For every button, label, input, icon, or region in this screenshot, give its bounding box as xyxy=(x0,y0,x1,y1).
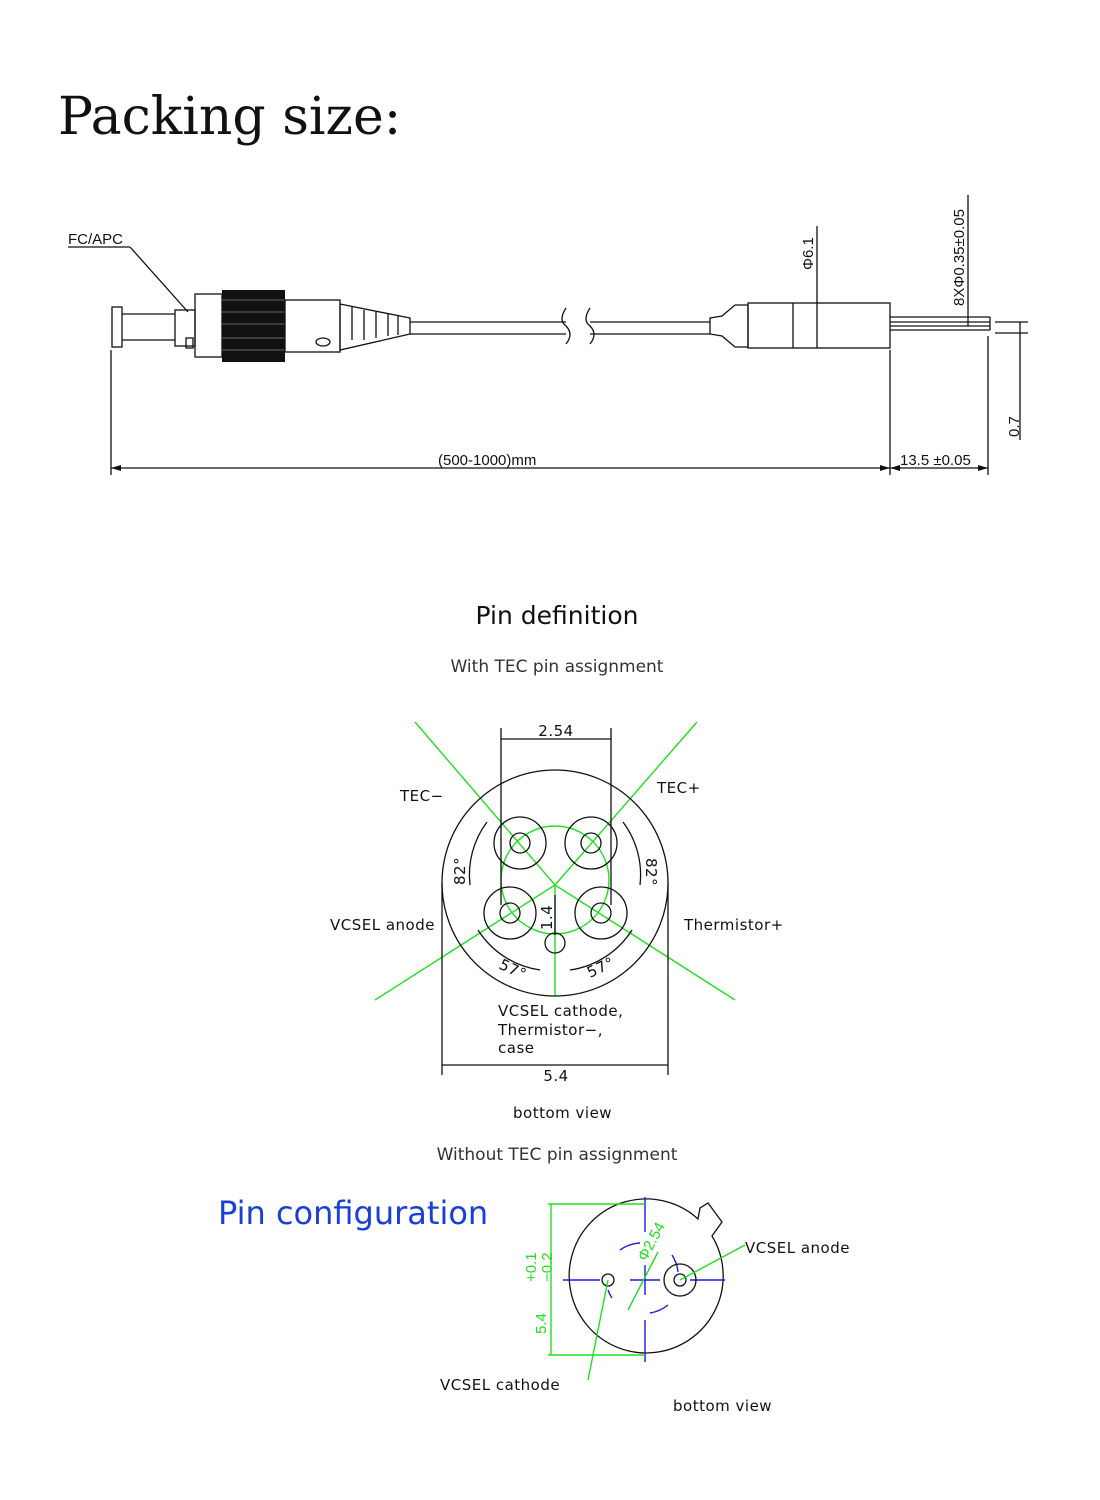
angle-right-lower: 57° xyxy=(584,953,617,981)
pin-definition-title: Pin definition xyxy=(476,601,639,630)
config-vcsel-cathode-label: VCSEL cathode xyxy=(440,1376,560,1394)
thermistor-plus-label: Thermistor+ xyxy=(683,916,784,934)
pins xyxy=(441,728,669,1075)
angle-right-upper: 82° xyxy=(642,858,660,886)
tolerance-plus: +0.1 xyxy=(523,1252,540,1282)
bottom-view-label: bottom view xyxy=(513,1104,612,1122)
fc-apc-label: FC/APC xyxy=(68,231,123,248)
cathode-label-line3: case xyxy=(498,1039,534,1057)
with-tec-caption: With TEC pin assignment xyxy=(451,657,664,677)
pin-spec-label: 8XΦ0.35±0.05 xyxy=(951,209,968,306)
knurled-nut xyxy=(222,290,285,362)
packing-size-title: Packing size: xyxy=(58,87,401,147)
fiber-cable xyxy=(410,307,710,345)
tec-minus-label: TEC− xyxy=(399,787,444,805)
cathode-label-line2: Thermistor−, xyxy=(497,1021,603,1039)
fc-apc-connector xyxy=(111,290,411,362)
pin-length-label: 13.5 ±0.05 xyxy=(900,452,971,469)
angle-left-upper: 82° xyxy=(451,857,469,885)
cable-length-label: (500-1000)mm xyxy=(438,452,536,469)
cathode-label-line1: VCSEL cathode, xyxy=(498,1002,623,1020)
offset-dimension: 1.4 xyxy=(538,905,556,930)
config-bottom-view-label: bottom view xyxy=(673,1397,772,1415)
config-vcsel-anode-label: VCSEL anode xyxy=(745,1239,850,1257)
pin-pitch-label: 0.7 xyxy=(1006,416,1023,437)
with-tec-pin-diagram: 2.54 5.4 82° 82° 57° 57° 1.4 TEC− TEC+ V… xyxy=(330,721,784,1122)
config-diameter-dimension: 5.4 xyxy=(533,1313,550,1334)
laser-module xyxy=(709,302,991,349)
pin-circle-dimension: Φ2.54 xyxy=(635,1220,669,1264)
tec-plus-label: TEC+ xyxy=(656,779,701,797)
body-diameter-label: Φ6.1 xyxy=(800,237,817,270)
packing-drawing: FC/APC xyxy=(68,195,1028,475)
diameter-dimension: 5.4 xyxy=(543,1067,568,1085)
pitch-dimension: 2.54 xyxy=(538,722,573,740)
angle-left-lower: 57° xyxy=(496,955,529,983)
without-tec-caption: Without TEC pin assignment xyxy=(437,1145,678,1165)
pin-configuration-title: Pin configuration xyxy=(218,1194,488,1232)
tolerance-minus: −0.2 xyxy=(539,1252,556,1282)
vcsel-anode-label: VCSEL anode xyxy=(330,916,435,934)
without-tec-pin-diagram: 5.4 +0.1 −0.2 Φ2.54 VCSEL anode VCSEL ca… xyxy=(440,1197,850,1415)
